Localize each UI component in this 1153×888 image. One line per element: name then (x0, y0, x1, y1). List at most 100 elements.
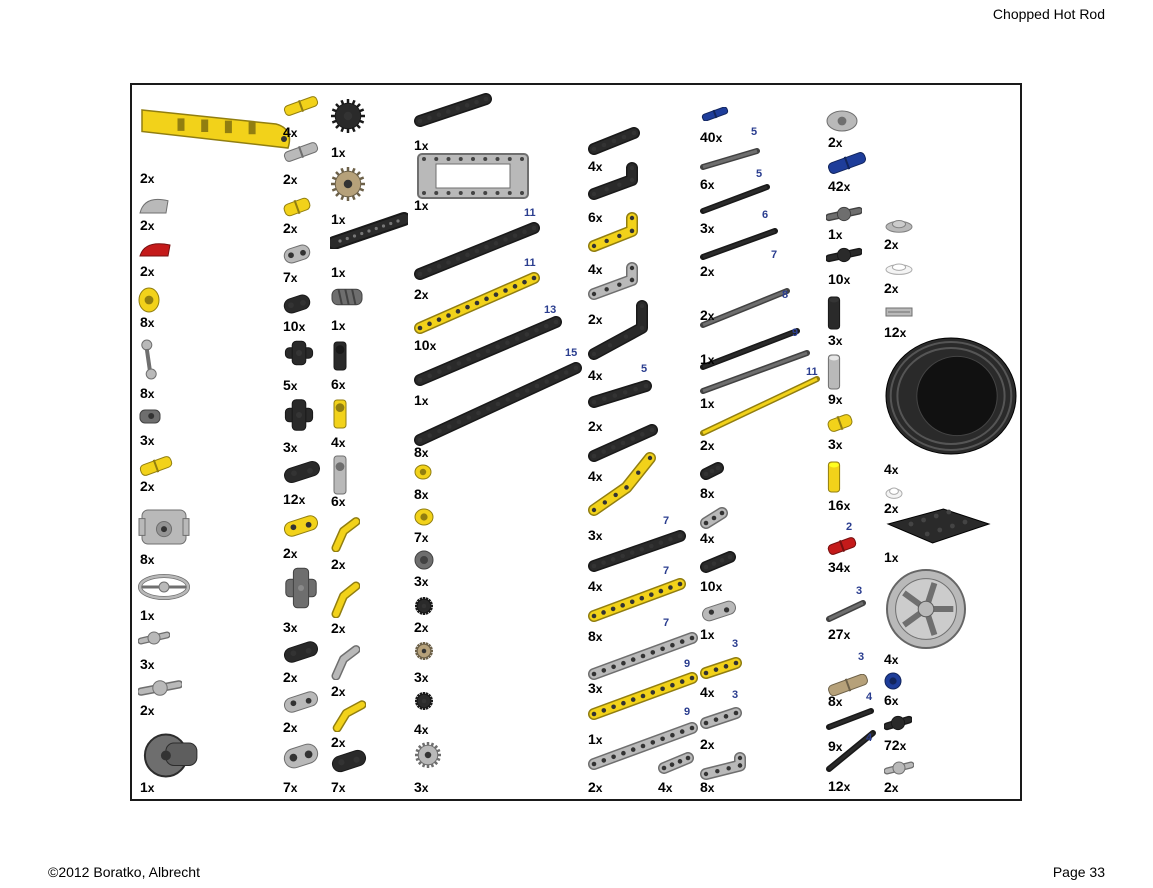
part-worm-icon (330, 284, 364, 310)
quantity-multiplier: x (843, 561, 851, 575)
part-angle-icon (330, 642, 360, 680)
quantity-number: 4 (588, 468, 596, 484)
quantity-number: 27 (828, 626, 844, 642)
quantity-multiplier: x (891, 551, 899, 565)
quantity-number: 3 (283, 439, 291, 455)
part-angle-icon (330, 578, 360, 618)
part-quantity: 8x (588, 628, 602, 644)
quantity-multiplier: x (290, 222, 298, 236)
part-bush-icon (826, 110, 858, 132)
quantity-number: 7 (283, 269, 291, 285)
part-quantity: 10x (283, 318, 305, 334)
quantity-number: 8 (700, 779, 708, 795)
quantity-multiplier: x (290, 441, 298, 455)
quantity-number: 1 (884, 549, 892, 565)
quantity-multiplier: x (891, 502, 899, 516)
quantity-multiplier: x (595, 580, 603, 594)
part-quantity: 3x (588, 680, 602, 696)
quantity-number: 4 (414, 721, 422, 737)
quantity-multiplier: x (290, 379, 298, 393)
quantity-number: 8 (414, 486, 422, 502)
quantity-number: 6 (331, 493, 339, 509)
part-block-icon (138, 506, 190, 548)
quantity-multiplier: x (338, 685, 346, 699)
quantity-multiplier: x (338, 495, 346, 509)
quantity-multiplier: x (595, 470, 603, 484)
quantity-multiplier: x (707, 532, 715, 546)
part-cross-icon (282, 566, 320, 610)
part-pin-icon (282, 195, 312, 219)
part-pin-icon (826, 674, 870, 696)
quantity-multiplier: x (835, 740, 843, 754)
part-joint-icon (138, 628, 170, 648)
part-conn-icon (282, 640, 320, 664)
part-quantity: 3x (588, 527, 602, 543)
part-quantity: 3x (414, 573, 428, 589)
quantity-number: 16 (828, 497, 844, 513)
quantity-multiplier: x (290, 721, 298, 735)
part-axleconn-icon (330, 398, 350, 430)
part-quantity: 8x (414, 486, 428, 502)
part-quantity: 4x (588, 468, 602, 484)
quantity-number: 1 (588, 731, 596, 747)
part-tube-icon (826, 353, 842, 391)
quantity-number: 4 (588, 261, 596, 277)
part-gear-icon (330, 166, 366, 202)
quantity-number: 2 (283, 669, 291, 685)
part-bush-icon (884, 672, 902, 690)
part-quantity: 4x (588, 578, 602, 594)
part-quantity: 6x (884, 692, 898, 708)
part-quantity: 5x (283, 377, 297, 393)
quantity-number: 8 (700, 485, 708, 501)
part-quantity: 1x (331, 317, 345, 333)
part-steering-icon (138, 574, 190, 600)
quantity-number: 2 (884, 779, 892, 795)
quantity-multiplier: x (707, 178, 715, 192)
part-quantity: 16x (828, 497, 850, 513)
quantity-multiplier: x (707, 397, 715, 411)
quantity-number: 9 (828, 738, 836, 754)
quantity-multiplier: x (338, 319, 346, 333)
part-angle-icon (330, 698, 366, 732)
part-beam-icon (414, 362, 582, 446)
part-quantity: 2x (884, 779, 898, 795)
part-bush-icon (414, 550, 434, 570)
part-wedge-icon (138, 238, 172, 258)
part-lbeam-icon (588, 212, 640, 254)
part-quantity: 2x (700, 736, 714, 752)
part-axle-icon (826, 730, 876, 772)
part-quantity: 2x (588, 311, 602, 327)
part-bush-icon (414, 508, 434, 526)
part-quantity: 1x (700, 626, 714, 642)
quantity-number: 1 (331, 144, 339, 160)
quantity-multiplier: x (595, 263, 603, 277)
part-quantity: 8x (700, 485, 714, 501)
quantity-multiplier: x (595, 529, 603, 543)
part-quantity: 2x (884, 280, 898, 296)
part-pin-icon (282, 96, 320, 116)
part-beam-icon (700, 551, 736, 573)
quantity-number: 10 (700, 578, 716, 594)
part-quantity: 3x (140, 432, 154, 448)
part-tile-icon (884, 304, 914, 320)
part-angle-icon (330, 514, 360, 552)
quantity-multiplier: x (421, 199, 429, 213)
quantity-multiplier: x (595, 781, 603, 795)
quantity-number: 8 (828, 693, 836, 709)
part-quantity: 8x (700, 779, 714, 795)
quantity-multiplier: x (147, 387, 155, 401)
part-quantity: 4x (588, 261, 602, 277)
part-quantity: 6x (588, 209, 602, 225)
part-quantity: 40x (700, 129, 722, 145)
quantity-number: 1 (414, 137, 422, 153)
part-quantity: 3x (283, 619, 297, 635)
part-quantity: 1x (884, 549, 898, 565)
quantity-number: 10 (828, 271, 844, 287)
quantity-number: 10 (283, 318, 299, 334)
quantity-multiplier: x (843, 180, 851, 194)
part-quantity: 7x (283, 779, 297, 795)
quantity-number: 2 (331, 734, 339, 750)
part-quantity: 1x (140, 779, 154, 795)
quantity-multiplier: x (147, 781, 155, 795)
quantity-multiplier: x (421, 446, 429, 460)
